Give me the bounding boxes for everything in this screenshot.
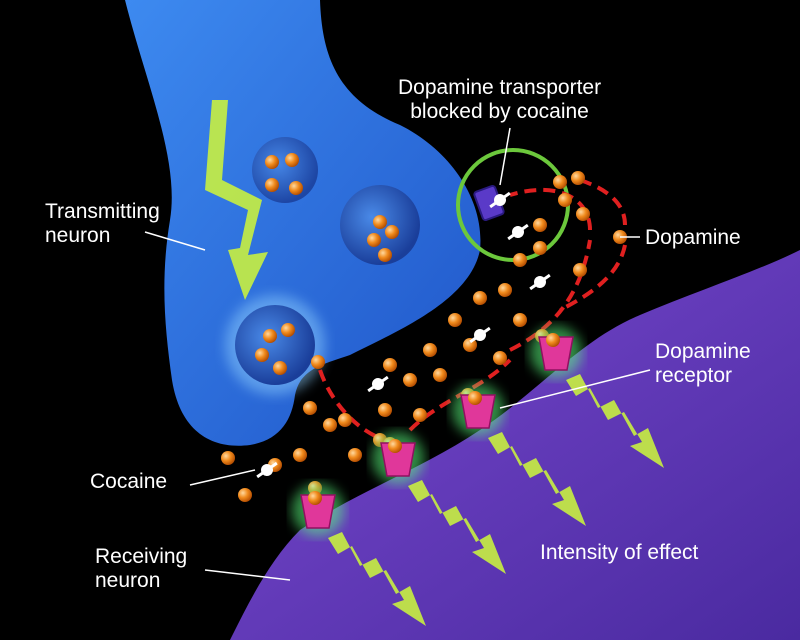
cocaine-molecule xyxy=(529,273,551,291)
dopamine-molecule xyxy=(498,283,512,297)
dopamine-molecule xyxy=(513,253,527,267)
dopamine-molecule xyxy=(571,171,585,185)
dopamine-molecule xyxy=(289,181,303,195)
label-transporter: Dopamine transporter blocked by cocaine xyxy=(398,76,602,123)
dopamine-molecule xyxy=(413,408,427,422)
dopamine-receptor xyxy=(460,394,496,429)
label-dopamine-receptor: Dopamine receptor xyxy=(655,340,751,387)
dopamine-receptor xyxy=(300,494,336,529)
label-cocaine: Cocaine xyxy=(90,470,168,493)
dopamine-receptor xyxy=(380,442,416,477)
dopamine-molecule xyxy=(265,178,279,192)
cocaine-molecule xyxy=(507,223,529,241)
dopamine-molecule xyxy=(403,373,417,387)
signal-bolt-icon xyxy=(566,374,664,468)
dopamine-molecule xyxy=(338,413,352,427)
label-dopamine: Dopamine xyxy=(645,226,741,249)
dopamine-molecule xyxy=(385,225,399,239)
dopamine-molecule xyxy=(493,351,507,365)
dopamine-molecule xyxy=(383,358,397,372)
bound-dopamine xyxy=(308,491,322,505)
dopamine-molecule xyxy=(378,403,392,417)
dopamine-molecule xyxy=(473,291,487,305)
label-transmitting-neuron: Transmitting neuron xyxy=(45,200,160,247)
dopamine-molecule xyxy=(433,368,447,382)
vesicle xyxy=(252,137,318,203)
dopamine-molecule xyxy=(558,193,572,207)
signal-bolt-icon xyxy=(205,100,268,300)
dopamine-molecule xyxy=(423,343,437,357)
dopamine-molecule xyxy=(367,233,381,247)
dopamine-molecule xyxy=(533,218,547,232)
dopamine-molecule xyxy=(373,215,387,229)
dopamine-molecule xyxy=(463,338,477,352)
dopamine-molecule xyxy=(323,418,337,432)
leader-lines xyxy=(144,127,651,581)
label-intensity: Intensity of effect xyxy=(540,541,699,564)
dopamine-receptor xyxy=(538,336,574,371)
cocaine-molecule xyxy=(469,326,491,344)
dopamine-molecule xyxy=(513,313,527,327)
dopamine-molecule xyxy=(273,361,287,375)
cocaine-molecule xyxy=(489,191,511,209)
dopamine-molecule xyxy=(281,323,295,337)
label-receiving-neuron: Receiving neuron xyxy=(95,545,188,592)
cocaine-molecule xyxy=(256,461,278,479)
dopamine-molecule xyxy=(255,348,269,362)
dopamine-molecule xyxy=(576,207,590,221)
dopamine-molecule xyxy=(448,313,462,327)
bound-dopamine xyxy=(388,439,402,453)
dopamine-molecule xyxy=(573,263,587,277)
receiving-neuron xyxy=(230,250,800,640)
cocaine-molecule xyxy=(367,375,389,393)
dopamine-molecule xyxy=(221,451,235,465)
dopamine-molecule xyxy=(311,355,325,369)
signal-bolt-icon xyxy=(328,532,426,626)
dopamine-molecule xyxy=(303,401,317,415)
dopamine-molecule xyxy=(238,488,252,502)
bound-dopamine xyxy=(468,391,482,405)
dopamine-molecule xyxy=(378,248,392,262)
vesicle-releasing xyxy=(235,305,315,385)
dopamine-molecule xyxy=(348,448,362,462)
dopamine-molecule xyxy=(293,448,307,462)
signal-bolt-icon xyxy=(488,432,586,526)
dopamine-molecule xyxy=(285,153,299,167)
dopamine-molecule xyxy=(533,241,547,255)
transporter-ring xyxy=(456,148,570,262)
dopamine-molecule xyxy=(265,155,279,169)
dopamine-molecule xyxy=(263,329,277,343)
bound-dopamine xyxy=(546,333,560,347)
dopamine-molecule xyxy=(553,175,567,189)
signal-bolt-icon xyxy=(408,480,506,574)
